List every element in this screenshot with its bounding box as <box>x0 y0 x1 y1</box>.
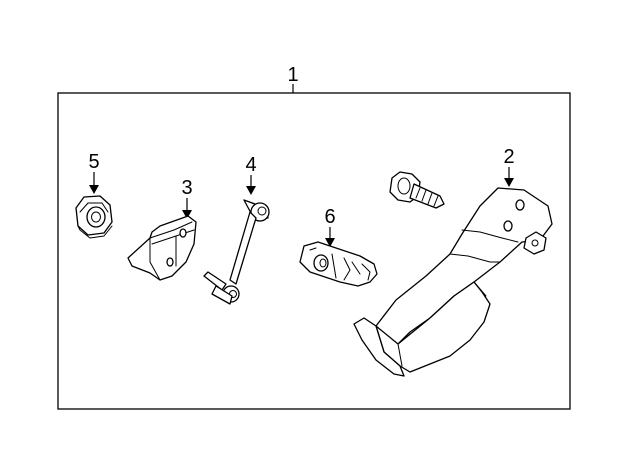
flange-nut <box>75 195 113 239</box>
headlamp-level-sensor <box>353 187 553 377</box>
callout-3-arrow <box>182 210 192 219</box>
callout-4-label: 4 <box>245 154 256 176</box>
callout-2-label: 2 <box>503 146 514 168</box>
callout-1-label: 1 <box>287 64 298 86</box>
callout-3-label: 3 <box>181 177 192 199</box>
callout-5-label: 5 <box>88 151 99 173</box>
callout-6-label: 6 <box>324 206 335 228</box>
callout-5-arrow <box>89 185 99 194</box>
mounting-bolt <box>389 171 445 209</box>
bracket <box>127 215 197 281</box>
callout-2-arrow <box>504 178 514 187</box>
callout-6-arrow <box>325 238 335 247</box>
sensor-link-rod <box>203 199 270 305</box>
assembly-frame <box>57 92 571 410</box>
callout-4-arrow <box>246 186 256 195</box>
wiring-connector <box>299 241 378 287</box>
